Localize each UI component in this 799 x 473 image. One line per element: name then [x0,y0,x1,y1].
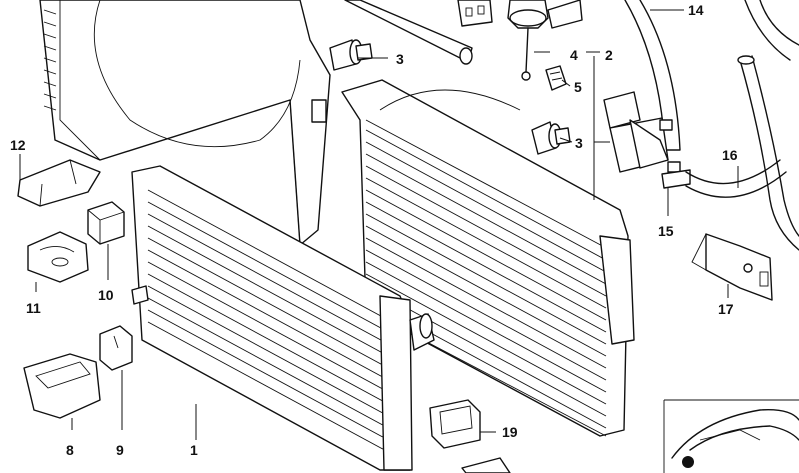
buffer-9 [99,325,133,371]
callout-8: 8 [66,442,74,458]
leader-lines [19,9,739,440]
bracket-17 [691,233,773,301]
hose-right-edge [737,0,799,251]
bracket-12 [17,159,101,207]
clip-top [457,0,493,27]
mount-11 [27,231,89,283]
callout-12: 12 [10,137,26,153]
callout-14: 14 [688,2,704,18]
hose-lower [685,159,787,198]
callout-3-lower: 3 [575,135,583,151]
push-rivet-upper [329,39,373,71]
location-marker-icon [682,456,694,468]
condenser [341,79,635,437]
spring-clip [545,65,567,91]
vacuum-unit [507,0,583,81]
push-rivet-lower [531,121,571,155]
callout-2: 2 [605,47,613,63]
callout-16: 16 [722,147,738,163]
callout-labels: 1 2 3 3 4 5 8 9 10 11 12 14 15 16 17 19 [10,2,738,458]
callout-5: 5 [574,79,582,95]
hose-upper [624,0,681,151]
callout-17: 17 [718,301,734,317]
callout-4: 4 [570,47,578,63]
callout-19: 19 [502,424,518,440]
callout-3-upper: 3 [396,51,404,67]
radiator [131,165,435,471]
callout-10: 10 [98,287,114,303]
air-duct-8 [23,353,101,419]
rubber-mount-10 [87,201,125,245]
fan-shroud [39,0,331,246]
callout-1: 1 [190,442,198,458]
callout-9: 9 [116,442,124,458]
vehicle-locator-inset [663,399,799,473]
callout-11: 11 [26,300,41,316]
callout-15: 15 [658,223,674,239]
bottom-part [461,457,511,473]
solenoid-valve [603,91,691,189]
holder-19 [429,399,481,449]
seal-strip [344,0,473,65]
